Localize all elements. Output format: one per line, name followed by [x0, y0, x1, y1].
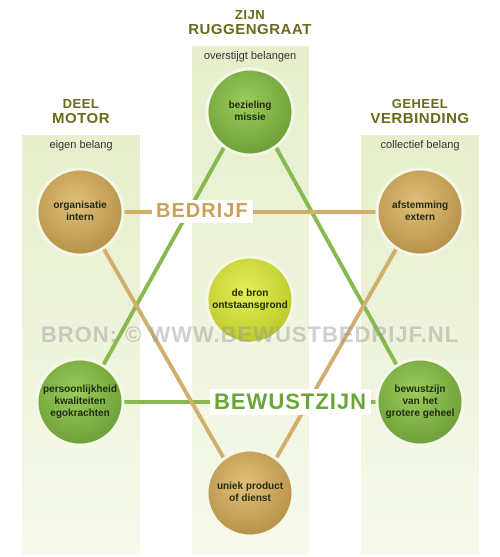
column-subtitle-right: collectief belang [380, 139, 460, 151]
band-label-bewustzijn: BEWUSTZIJN [210, 389, 371, 415]
tan-line-right [256, 215, 417, 491]
node-label-organisatie: organisatie intern [53, 200, 107, 223]
node-bron [205, 255, 295, 345]
column-title-right-line1: GEHEEL [391, 96, 449, 111]
node-label-uniek: uniek product of dienst [216, 481, 284, 504]
node-bewustzijn [375, 357, 465, 447]
node-bezieling [205, 67, 295, 157]
node-label-bewustzijn: bewustzijn van het grotere geheel [385, 384, 455, 419]
node-label-bron: de bron ontstaansgrond [212, 288, 288, 311]
node-organisatie [35, 167, 125, 257]
column-title-center: ZIJN RUGGENGRAAT [170, 8, 330, 37]
node-afstemming [375, 167, 465, 257]
node-label-afstemming: afstemming extern [391, 200, 449, 223]
column-title-center-line2: RUGGENGRAAT [188, 20, 312, 38]
tan-line-left [83, 215, 244, 491]
column-subtitle-left: eigen belang [49, 139, 113, 151]
green-line-left [83, 114, 244, 399]
band-label-bedrijf: BEDRIJF [152, 200, 253, 223]
column-title-center-line1: ZIJN [234, 7, 266, 22]
column-title-left-line1: DEEL [62, 96, 100, 111]
node-uniek [205, 448, 295, 538]
watermark-text: BRON: © WWW.BEWUSTBEDRIJF.NL [40, 322, 460, 347]
column-subtitle-center: overstijgt belangen [203, 50, 297, 62]
node-label-persoonlijk: persoonlijkheid kwaliteiten egokrachten [43, 384, 117, 419]
node-label-bezieling: bezieling missie [228, 100, 272, 123]
column-title-left-line2: MOTOR [51, 109, 111, 127]
node-persoonlijk [35, 357, 125, 447]
column-title-left: DEEL MOTOR [11, 97, 151, 126]
column-title-right-line2: VERBINDING [370, 109, 470, 127]
green-line-right [256, 114, 417, 399]
column-title-right: GEHEEL VERBINDING [350, 97, 490, 126]
